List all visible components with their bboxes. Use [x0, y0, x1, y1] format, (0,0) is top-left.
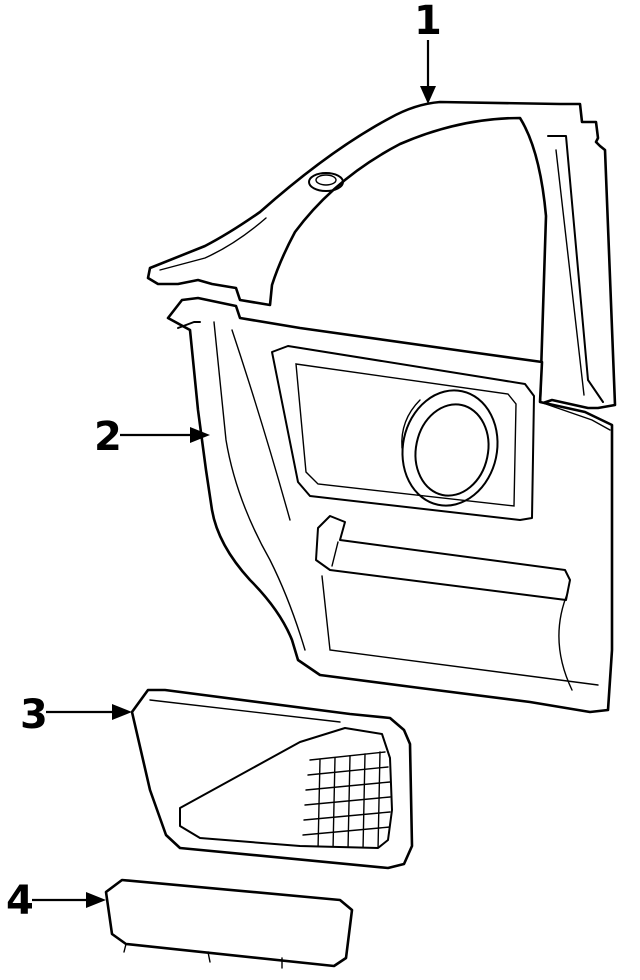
- callout-leader-2: [120, 427, 210, 443]
- lens-grid: [302, 751, 391, 848]
- part-4-cover-cap: [104, 878, 354, 969]
- part-2-lower-quarter-trim: [166, 296, 614, 714]
- callout-label-4: 4: [6, 878, 34, 924]
- callout-leader-4: [32, 892, 106, 908]
- part-1-upper-quarter-trim: [146, 100, 617, 410]
- callout-leader-3: [46, 704, 132, 720]
- part-3-window-frame: [130, 688, 414, 870]
- callout-leader-1: [420, 40, 436, 104]
- callout-label-3: 3: [20, 692, 48, 738]
- callout-label-2: 2: [94, 414, 122, 460]
- callout-label-1: 1: [414, 0, 442, 44]
